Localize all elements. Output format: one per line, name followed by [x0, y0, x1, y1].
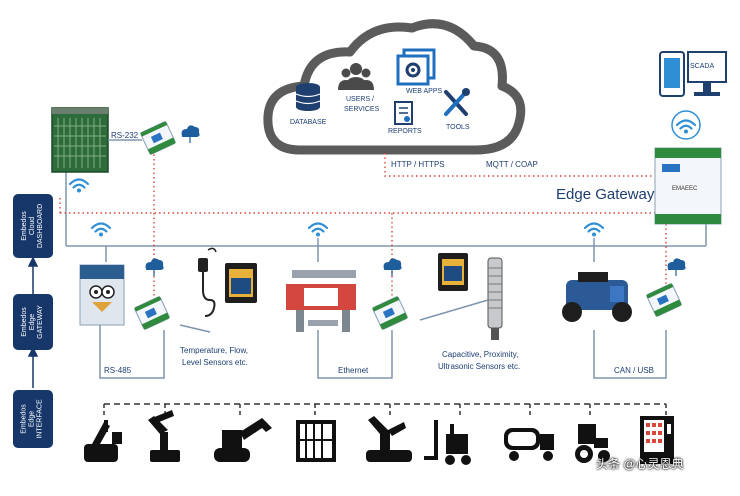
robot-arm-icon [148, 410, 180, 462]
wifi-icon [307, 222, 329, 238]
wifi-icon [68, 178, 90, 194]
sensor-group-2-line-1: Capacitive, Proximity, [442, 350, 519, 359]
services-label: SERVICES [344, 106, 380, 113]
mqtt-protocol-label: MQTT / COAP [486, 160, 538, 169]
edge-module [139, 120, 177, 156]
assembly-robot-icon [366, 416, 412, 462]
cloud-upload-icon [180, 124, 201, 144]
scada-label: SCADA [690, 63, 715, 70]
edge-module [133, 295, 171, 331]
rs232-label: RS-232 [111, 131, 139, 140]
proximity-sensor-icon [487, 257, 503, 340]
web-apps-icon [396, 48, 436, 86]
wifi-icon [90, 222, 112, 238]
vending-machine-icon [640, 416, 674, 464]
gateway-device-label: EMAEEC [672, 186, 698, 192]
tractor-icon [575, 424, 610, 463]
web-apps-label: WEB APPS [406, 88, 443, 95]
forklift-icon [424, 420, 471, 465]
sensor-display-icon [225, 263, 257, 303]
sensor-group-1-line-1: Temperature, Flow, [180, 346, 249, 355]
compressor-machine-icon [562, 272, 632, 322]
edge-gateway-title: Edge Gateway [556, 186, 655, 203]
database-label: DATABASE [290, 119, 327, 126]
reports-label: REPORTS [388, 128, 422, 135]
temperature-sensor-icon [198, 247, 217, 317]
sensor-group-1-line-2: Level Sensors etc. [182, 358, 248, 367]
cloud-upload-icon [144, 257, 165, 277]
industrial-machine-icon [296, 420, 336, 462]
database-icon [295, 83, 321, 111]
cloud-shape [263, 19, 526, 155]
http-protocol-label: HTTP / HTTPS [391, 160, 445, 169]
tools-label: TOOLS [446, 124, 470, 131]
industrial-robot-icon [79, 264, 125, 326]
edge-gateway-device [654, 147, 722, 225]
can-usb-label: CAN / USB [614, 366, 655, 375]
reports-icon [394, 101, 413, 125]
users-icon [338, 63, 374, 90]
watermark-text: 头条 @心灵恩典 [596, 457, 684, 471]
users-label: USERS / [346, 96, 375, 103]
scada-icon [659, 51, 727, 97]
excavator-icon [214, 418, 272, 462]
wifi-icon [675, 119, 697, 135]
tools-icon [444, 88, 470, 116]
edge-module [645, 282, 683, 318]
band-saw-machine-icon [286, 270, 356, 332]
cloud-upload-icon [666, 257, 687, 277]
crane-icon [84, 420, 122, 462]
sensor-display-icon [438, 253, 468, 291]
cloud-upload-icon [382, 257, 403, 277]
control-panel-device [51, 107, 109, 173]
ethernet-label: Ethernet [338, 366, 369, 375]
rs485-label: RS-485 [104, 366, 132, 375]
wifi-icon [583, 222, 605, 238]
tanker-truck-icon [504, 428, 554, 461]
sensor-group-2-line-2: Ultrasonic Sensors etc. [438, 362, 521, 371]
edge-module [371, 295, 409, 331]
